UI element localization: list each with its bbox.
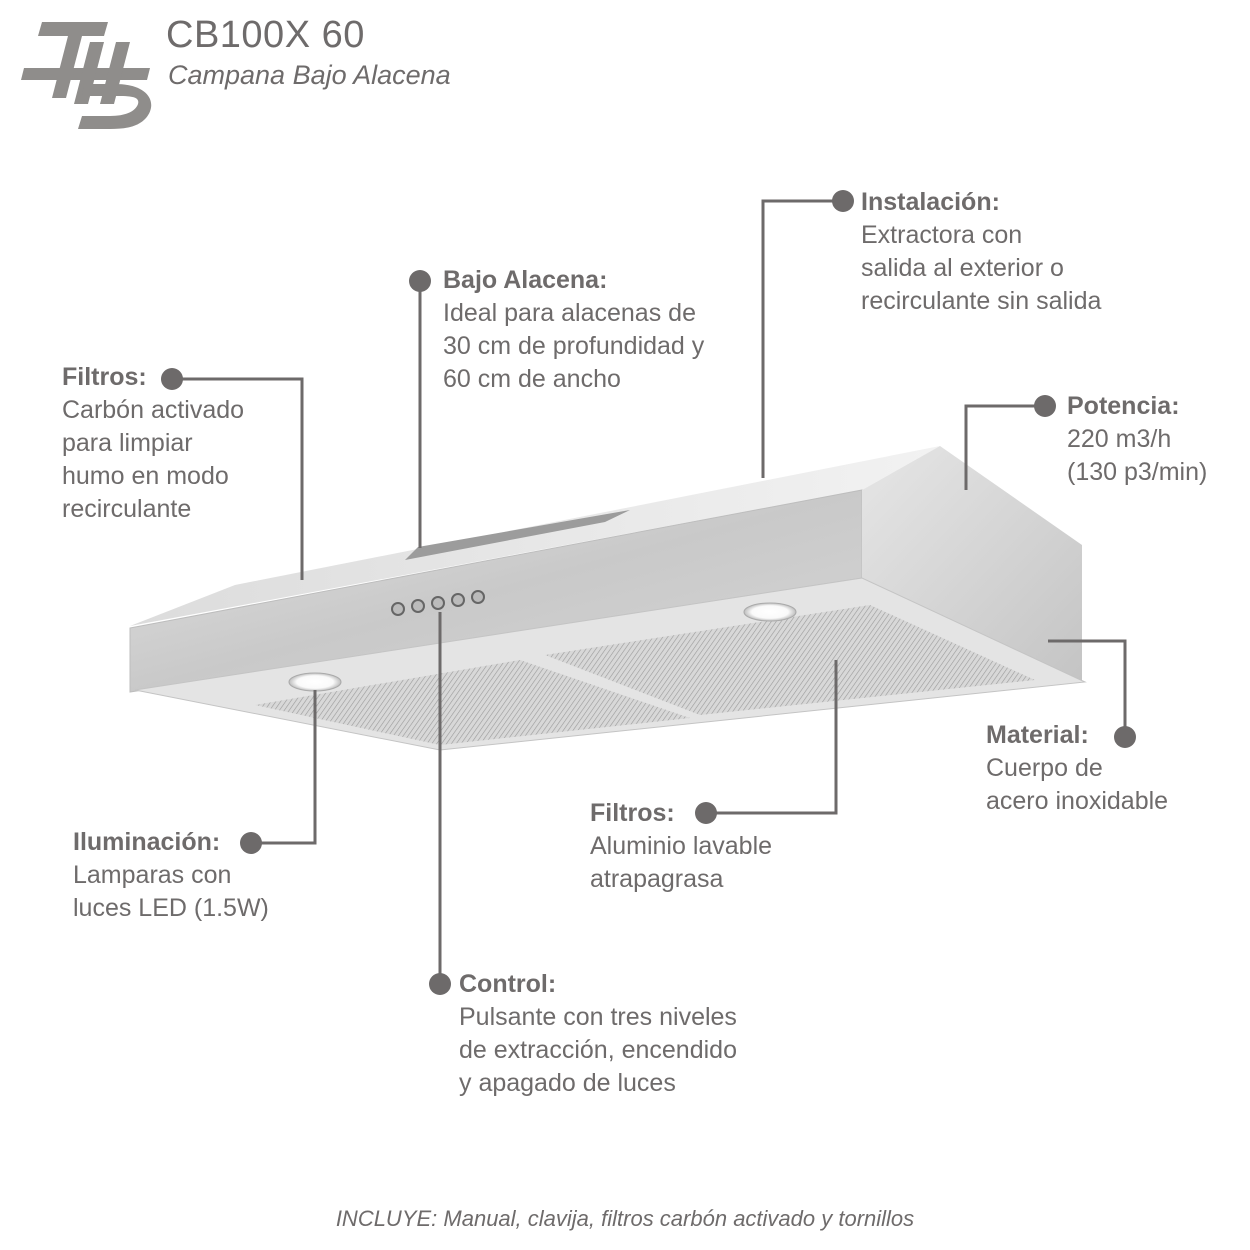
- callout-line: (130 p3/min): [1067, 458, 1208, 486]
- includes-note: INCLUYE: Manual, clavija, filtros carbón…: [335, 1206, 915, 1231]
- callout-line: acero inoxidable: [986, 787, 1169, 815]
- callout-title: Material:: [986, 721, 1089, 749]
- model-title: CB100X 60: [166, 14, 365, 56]
- callout-material: Material: Cuerpo de acero inoxidable: [986, 719, 1168, 818]
- callout-filtros-aluminio: Filtros: Aluminio lavable atrapagrasa: [590, 797, 772, 896]
- callout-line: 60 cm de ancho: [443, 365, 621, 393]
- callout-line: atrapagrasa: [590, 865, 724, 893]
- callout-title: Control:: [459, 970, 557, 998]
- range-hood: [129, 446, 1087, 751]
- callout-line: y apagado de luces: [459, 1069, 676, 1097]
- leader-dots: [161, 190, 1136, 995]
- callout-potencia: Potencia: 220 m3/h (130 p3/min): [1067, 390, 1207, 489]
- callout-line: Cuerpo de: [986, 754, 1103, 782]
- callout-line: 30 cm de profundidad y: [443, 332, 705, 360]
- callout-iluminacion: Iluminación: Lamparas con luces LED (1.5…: [73, 826, 269, 925]
- callout-title: Iluminación:: [73, 828, 221, 856]
- led-light-left: [288, 672, 342, 692]
- callout-instalacion: Instalación: Extractora con salida al ex…: [861, 186, 1101, 318]
- callout-line: Carbón activado: [62, 396, 245, 424]
- callout-line: Pulsante con tres niveles: [459, 1003, 737, 1031]
- grease-filter-left: [255, 660, 690, 745]
- callout-line: Aluminio lavable: [590, 832, 773, 860]
- control-buttons: [391, 590, 485, 616]
- callout-filtros-carbon: Filtros: Carbón activado para limpiar hu…: [62, 361, 244, 526]
- led-light-right: [743, 602, 797, 622]
- callout-line: recirculante: [62, 495, 192, 523]
- leader-lines: [172, 199, 1127, 984]
- callout-bajo-alacena: Bajo Alacena: Ideal para alacenas de 30 …: [443, 264, 704, 396]
- callout-line: de extracción, encendido: [459, 1036, 737, 1064]
- callout-title: Potencia:: [1067, 392, 1180, 420]
- callout-line: para limpiar: [62, 429, 193, 457]
- hood-side-panel: [862, 446, 1082, 682]
- callout-title: Filtros:: [62, 363, 147, 391]
- hood-top: [130, 446, 940, 626]
- callout-line: Ideal para alacenas de: [443, 299, 696, 327]
- callout-title: Filtros:: [590, 799, 675, 827]
- callout-line: humo en modo: [62, 462, 229, 490]
- callout-line: Extractora con: [861, 221, 1023, 249]
- callout-line: luces LED (1.5W): [73, 894, 269, 922]
- callout-title: Instalación:: [861, 188, 1000, 216]
- hood-duct-vent: [405, 510, 630, 560]
- callout-line: 220 m3/h: [1067, 425, 1172, 453]
- grease-filter-right: [545, 605, 1035, 715]
- callout-control: Control: Pulsante con tres niveles de ex…: [459, 968, 737, 1100]
- product-subtitle: Campana Bajo Alacena: [168, 60, 451, 90]
- callout-line: Lamparas con: [73, 861, 232, 889]
- brand-logo: [21, 22, 152, 129]
- callout-line: recirculante sin salida: [861, 287, 1102, 315]
- callout-title: Bajo Alacena:: [443, 266, 608, 294]
- callout-line: salida al exterior o: [861, 254, 1064, 282]
